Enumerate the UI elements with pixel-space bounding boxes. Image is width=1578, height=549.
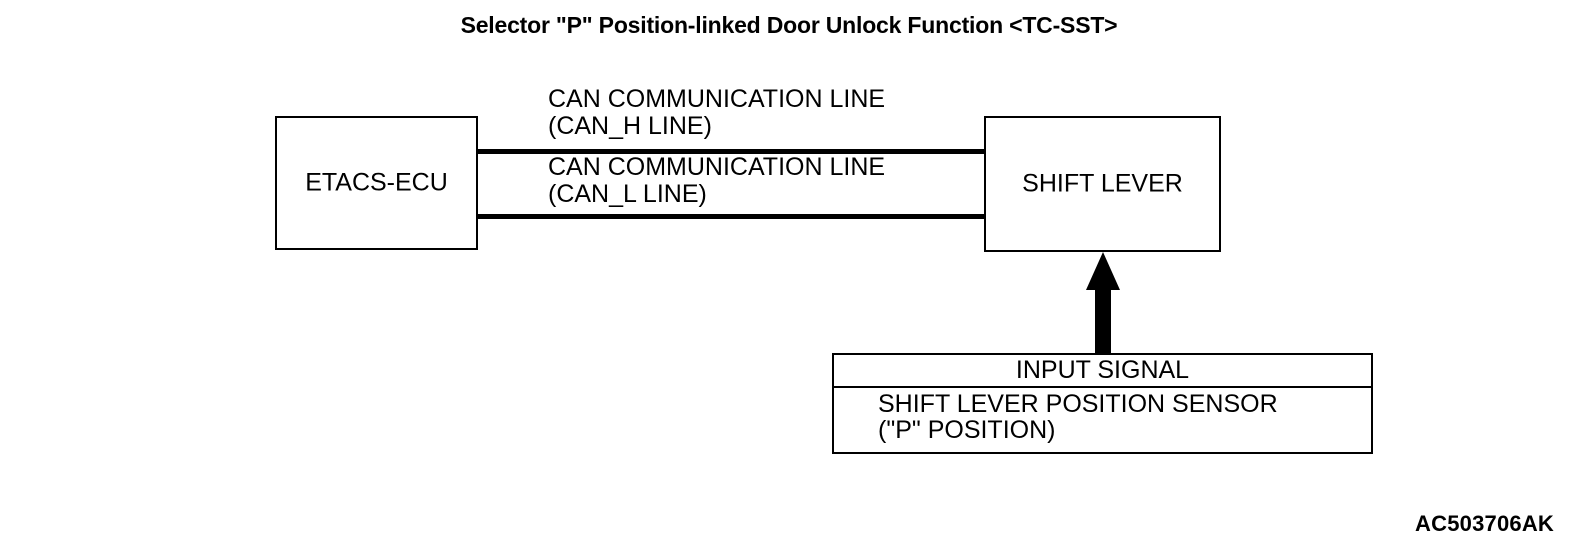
reference-code: AC503706AK xyxy=(1415,511,1554,536)
sensor-name-label: SHIFT LEVER POSITION SENSOR xyxy=(878,390,1278,418)
can-h-label: CAN COMMUNICATION LINE (CAN_H LINE) xyxy=(548,86,885,140)
unit-label-shift-lever: SHIFT LEVER xyxy=(1022,169,1183,198)
can-h-label-line1: CAN COMMUNICATION LINE xyxy=(548,85,886,113)
can-l-label-line1: CAN COMMUNICATION LINE xyxy=(548,153,886,181)
sensor-block: INPUT SIGNAL SHIFT LEVER POSITION SENSOR… xyxy=(832,353,1373,454)
can-h-bus-line xyxy=(478,149,986,154)
sensor-name-cell: SHIFT LEVER POSITION SENSOR ("P" POSITIO… xyxy=(834,388,1371,452)
input-signal-label: INPUT SIGNAL xyxy=(1015,356,1190,384)
can-l-label-line2: (CAN_L LINE) xyxy=(548,180,707,208)
input-signal-arrow-up-icon xyxy=(1086,252,1120,355)
can-l-bus-line xyxy=(478,214,986,219)
page-title: Selector "P" Position-linked Door Unlock… xyxy=(460,12,1118,38)
can-l-label: CAN COMMUNICATION LINE (CAN_L LINE) xyxy=(548,154,885,208)
unit-box-etacs-ecu: ETACS-ECU xyxy=(275,116,478,250)
unit-label-etacs-ecu: ETACS-ECU xyxy=(305,168,448,197)
can-h-label-line2: (CAN_H LINE) xyxy=(548,112,712,140)
sensor-detail-label: ("P" POSITION) xyxy=(878,416,1056,444)
unit-box-shift-lever: SHIFT LEVER xyxy=(984,116,1221,252)
input-signal-cell: INPUT SIGNAL xyxy=(834,355,1371,388)
